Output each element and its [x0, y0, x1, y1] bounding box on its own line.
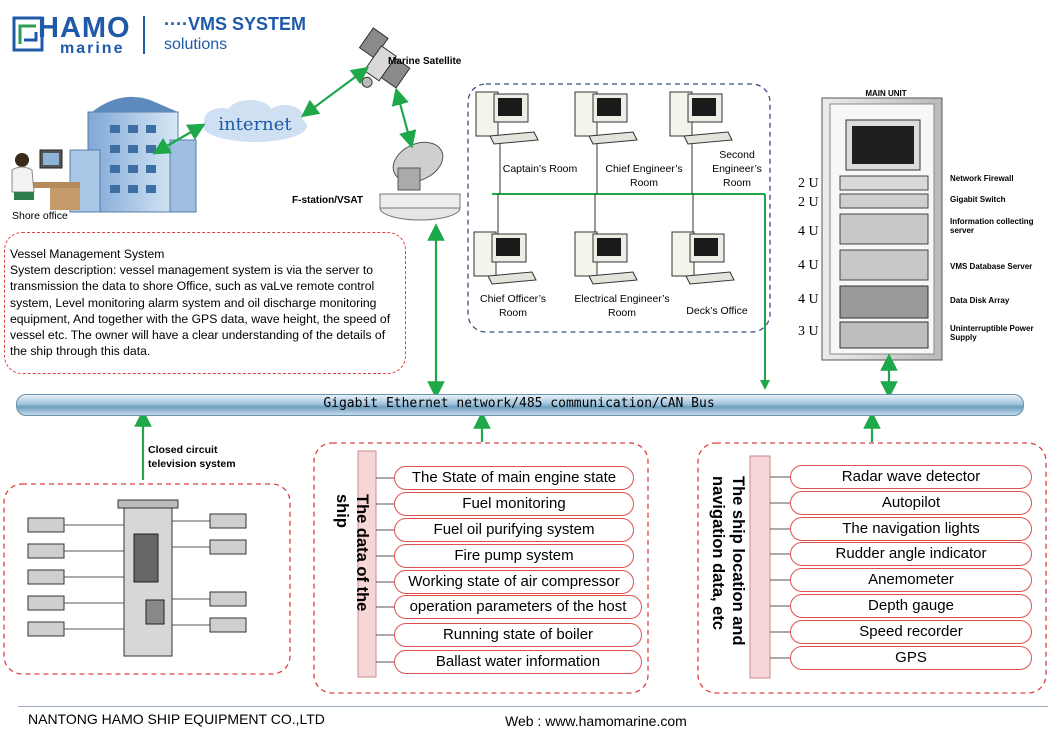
- shore-office-label: Shore office: [12, 210, 68, 222]
- page-subtitle: solutions: [164, 36, 228, 53]
- rack-u-size: 4 U: [798, 292, 819, 307]
- header-divider: [143, 16, 145, 54]
- rack-item-label: Gigabit Switch: [950, 195, 1006, 204]
- page-title: ····VMS SYSTEM: [164, 14, 306, 34]
- internet-label: internet: [218, 114, 292, 135]
- rack-u-size: 4 U: [798, 224, 819, 239]
- room-label: Captain’s Room: [502, 163, 578, 175]
- vsat-antenna-icon: [379, 141, 461, 221]
- rack-item-label: VMS Database Server: [950, 262, 1033, 271]
- rack-item-label: Uninterruptible Power Supply: [950, 324, 1034, 342]
- room-network-zone: [467, 83, 771, 333]
- ship-data-item: Fuel oil purifying system: [394, 518, 634, 542]
- camera-cables: [64, 520, 210, 630]
- satellite-label: Marine Satellite: [388, 56, 462, 67]
- logo-text: HAMO: [38, 12, 131, 44]
- internet-cloud-icon: [203, 100, 307, 142]
- camera-icon: [27, 513, 247, 637]
- ship-data-item: Fuel monitoring: [394, 492, 634, 516]
- logo-mark-icon: [12, 16, 44, 52]
- navigation-item: The navigation lights: [790, 517, 1032, 541]
- logo-subtext: marine: [60, 40, 125, 57]
- navigation-item: GPS: [790, 646, 1032, 670]
- main-unit-title: MAIN UNIT: [865, 89, 907, 98]
- navigation-item: Radar wave detector: [790, 465, 1032, 489]
- description-text: Vessel Management System System descript…: [10, 246, 402, 359]
- network-bus-label: Gigabit Ethernet network/485 communicati…: [323, 396, 715, 411]
- ship-data-item: Fire pump system: [394, 544, 634, 568]
- rack-u-size: 2 U: [798, 195, 819, 210]
- navigation-item: Speed recorder: [790, 620, 1032, 644]
- navigation-item: Rudder angle indicator: [790, 542, 1032, 566]
- navigation-zone: [697, 442, 1047, 694]
- ship-data-item: The State of main engine state: [394, 466, 634, 490]
- ship-data-zone: [313, 442, 649, 694]
- navigation-connectors: [770, 476, 790, 659]
- ship-data-connectors: [376, 477, 394, 663]
- server-rack-icon: [821, 97, 943, 361]
- ship-data-item: Running state of boiler: [394, 623, 642, 647]
- cctv-zone: [3, 483, 291, 675]
- navigation-bar: [749, 455, 771, 679]
- cctv-recorder-icon: [117, 499, 179, 657]
- rack-item-label: Information collecting server: [950, 217, 1034, 235]
- pc-icon: [473, 91, 735, 285]
- rack-u-size: 3 U: [798, 324, 819, 339]
- description-body: System description: vessel management sy…: [10, 263, 391, 359]
- ship-data-title: The data of the ship: [333, 494, 371, 612]
- room-label: Deck’s Office: [686, 305, 748, 317]
- description-box: [4, 232, 406, 374]
- footer-website[interactable]: Web : www.hamomarine.com: [505, 713, 687, 729]
- network-bus: [16, 394, 1024, 416]
- room-label: Chief Engineer’s Room: [605, 163, 683, 189]
- vsat-label: F-station/VSAT: [292, 195, 363, 206]
- cctv-label: Closed circuit television system: [148, 444, 236, 470]
- navigation-item: Depth gauge: [790, 594, 1032, 618]
- room-label: Chief Officer’s Room: [480, 293, 546, 319]
- room-label: Second Engineer’s Room: [712, 149, 762, 189]
- room-network-lines: [492, 193, 766, 388]
- description-heading: Vessel Management System: [10, 247, 165, 261]
- footer-divider: [18, 706, 1048, 707]
- navigation-title: The ship location and navigation data, e…: [709, 476, 747, 646]
- shore-office-building-icon: [69, 96, 197, 213]
- room-label: Electrical Engineer’s Room: [574, 293, 670, 319]
- logo: [12, 14, 130, 54]
- rack-item-label: Data Disk Array: [950, 296, 1010, 305]
- navigation-item: Anemometer: [790, 568, 1032, 592]
- rack-item-label: Network Firewall: [950, 174, 1014, 183]
- navigation-item: Autopilot: [790, 491, 1032, 515]
- ship-data-item: operation parameters of the host: [394, 595, 642, 619]
- ship-data-item: Working state of air compressor: [394, 570, 634, 594]
- ship-data-item: Ballast water information: [394, 650, 642, 674]
- footer-company: NANTONG HAMO SHIP EQUIPMENT CO.,LTD: [28, 711, 325, 727]
- rack-u-size: 4 U: [798, 258, 819, 273]
- ship-data-bar: [357, 450, 377, 678]
- office-worker-icon: [11, 149, 80, 210]
- rack-u-size: 2 U: [798, 176, 819, 191]
